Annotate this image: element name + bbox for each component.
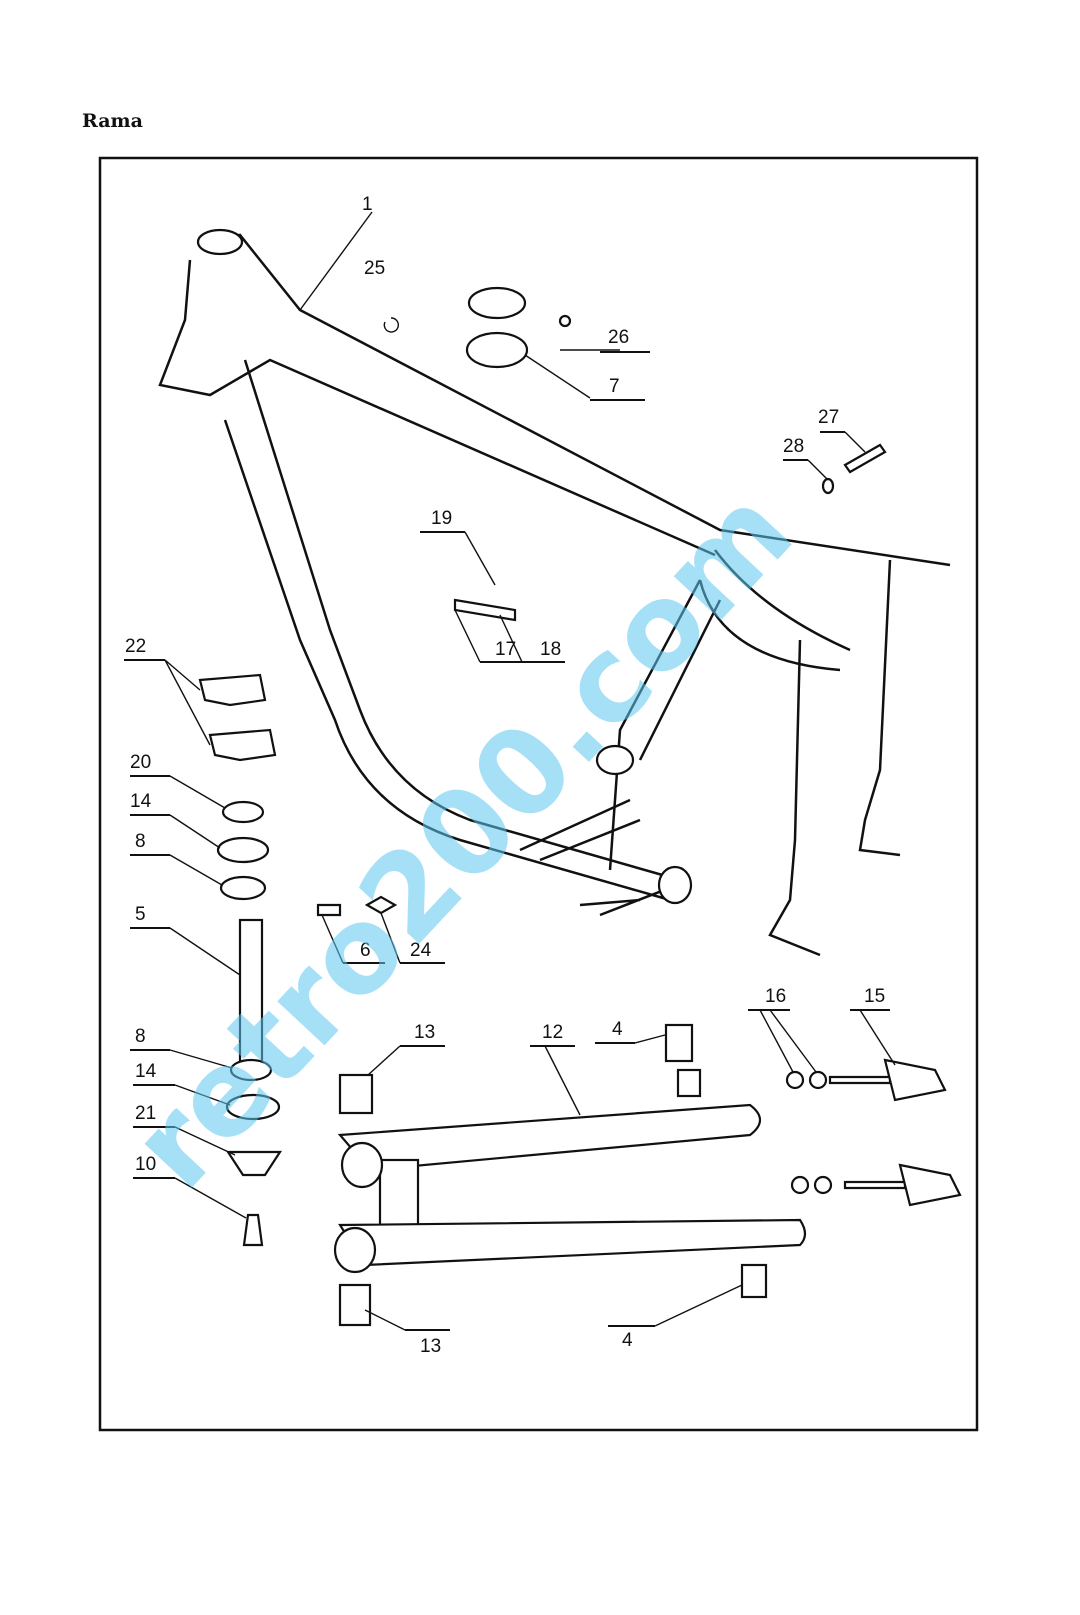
callout-22: 22 [125,636,146,657]
callout-25: 25 [364,258,385,279]
callout-24: 24 [410,940,432,961]
callout-14-lower: 14 [135,1061,157,1082]
callout-6: 6 [360,940,371,961]
callout-labels: 1 25 26 7 27 28 19 17 18 22 20 14 8 5 6 … [125,194,885,1357]
callout-19: 19 [431,508,452,529]
callout-26: 26 [608,327,629,348]
callout-5: 5 [135,904,146,925]
callout-27: 27 [818,407,839,428]
page-title: Rama [82,110,143,132]
callout-8-lower: 8 [135,1026,146,1047]
small-parts [198,286,962,1327]
callout-18: 18 [540,639,561,660]
diagram-border [98,156,979,1432]
callout-13: 13 [414,1022,435,1043]
watermark: retro200.com [105,462,819,1214]
callout-10: 10 [135,1154,156,1175]
callout-8: 8 [135,831,146,852]
callout-7: 7 [609,376,620,397]
callout-16: 16 [765,986,786,1007]
callout-4: 4 [612,1019,623,1040]
callout-1: 1 [362,194,373,215]
callout-14: 14 [130,791,152,812]
callout-20: 20 [130,752,151,773]
callout-28: 28 [783,436,804,457]
callout-12: 12 [542,1022,563,1043]
callout-21: 21 [135,1103,156,1124]
callout-13-lower: 13 [420,1336,441,1357]
callout-15: 15 [864,986,885,1007]
callout-4-lower: 4 [622,1330,633,1351]
callout-17: 17 [495,639,516,660]
main-frame-part [158,228,951,957]
leader-lines [124,211,896,1331]
